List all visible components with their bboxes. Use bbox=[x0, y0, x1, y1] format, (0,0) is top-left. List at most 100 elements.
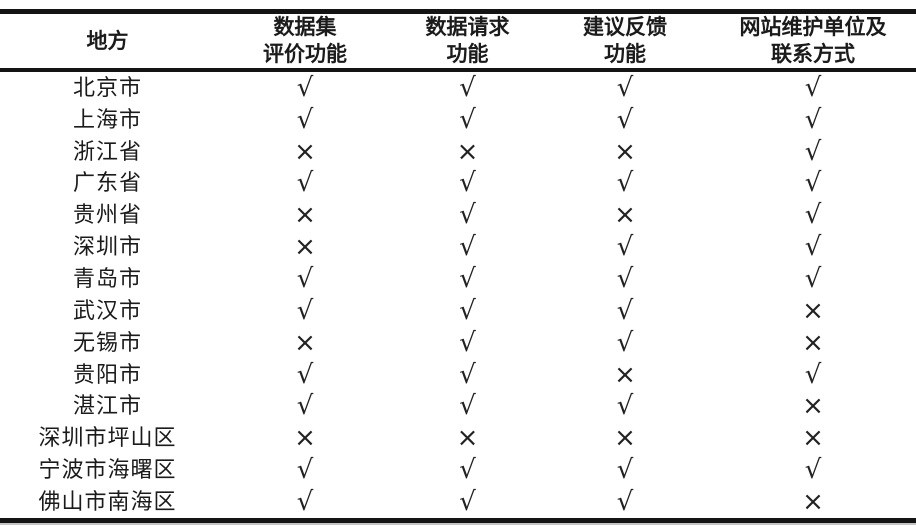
mark-feedback: √ bbox=[616, 104, 634, 135]
mark-feedback: √ bbox=[616, 455, 634, 486]
mark-feedback: √ bbox=[616, 72, 634, 103]
mark-dataset-rating: √ bbox=[296, 359, 314, 390]
header-feedback-line2: 功能 bbox=[604, 42, 646, 66]
mark-feedback: × bbox=[614, 136, 636, 167]
mark-feedback: × bbox=[614, 423, 636, 454]
mark-dataset-rating: × bbox=[294, 232, 316, 263]
mark-dataset-rating: √ bbox=[296, 486, 314, 517]
table-row: 深圳市坪山区 × × × × bbox=[0, 422, 916, 454]
mark-feedback: × bbox=[614, 359, 636, 390]
header-maintainer-contact-line1: 网站维护单位及 bbox=[739, 15, 887, 39]
mark-data-request: × bbox=[456, 136, 479, 167]
mark-data-request: × bbox=[456, 423, 479, 454]
table-row: 青岛市 √ √ √ √ bbox=[0, 263, 916, 295]
mark-dataset-rating: √ bbox=[296, 263, 314, 294]
mark-feedback: √ bbox=[616, 391, 634, 422]
table-row: 贵州省 × √ × √ bbox=[0, 199, 916, 231]
mark-dataset-rating: √ bbox=[296, 168, 314, 199]
row-place: 贵州省 bbox=[72, 202, 142, 228]
header-dataset-rating-line2: 评价功能 bbox=[263, 42, 347, 66]
mark-dataset-rating: × bbox=[294, 327, 316, 358]
header-dataset-rating-line1: 数据集 bbox=[273, 15, 337, 39]
table-row: 贵阳市 √ √ × √ bbox=[0, 359, 916, 391]
header-data-request-line2: 功能 bbox=[446, 42, 489, 66]
mark-maintainer-contact: × bbox=[802, 391, 824, 422]
row-place: 浙江省 bbox=[72, 138, 142, 164]
mark-feedback: √ bbox=[616, 263, 634, 294]
mark-data-request: √ bbox=[459, 263, 476, 294]
table-row: 无锡市 × √ √ × bbox=[0, 327, 916, 359]
header-data-request-line1: 数据请求 bbox=[425, 15, 510, 39]
mark-dataset-rating: × bbox=[294, 136, 316, 167]
row-place: 北京市 bbox=[72, 74, 142, 100]
mark-data-request: √ bbox=[459, 200, 476, 231]
mark-data-request: √ bbox=[459, 168, 476, 199]
mark-feedback: √ bbox=[616, 327, 634, 358]
mark-maintainer-contact: √ bbox=[804, 263, 822, 294]
open-data-platform-features-table: 地方 数据集 评价功能 数据请求 功能 建议反馈 功能 网站维护单位及 联系方式 bbox=[0, 9, 916, 523]
table-row: 宁波市海曙区 √ √ √ √ bbox=[0, 454, 916, 486]
mark-dataset-rating: √ bbox=[296, 295, 314, 326]
row-place: 深圳市坪山区 bbox=[38, 425, 177, 451]
header-maintainer-contact: 网站维护单位及 联系方式 bbox=[710, 11, 916, 72]
row-place: 上海市 bbox=[72, 106, 142, 132]
mark-dataset-rating: √ bbox=[296, 391, 314, 422]
table-row: 浙江省 × × × √ bbox=[0, 136, 916, 168]
mark-feedback: √ bbox=[616, 486, 634, 517]
mark-maintainer-contact: √ bbox=[804, 359, 822, 390]
header-place-line1: 地方 bbox=[86, 28, 129, 53]
row-place: 宁波市海曙区 bbox=[38, 457, 177, 483]
table-row: 佛山市南海区 √ √ √ × bbox=[0, 486, 916, 520]
table-row: 广东省 √ √ √ √ bbox=[0, 168, 916, 200]
mark-data-request: √ bbox=[459, 327, 476, 358]
table-body: 北京市 √ √ √ √ 上海市 √ √ √ √ 浙江省 × × × √ 广东省 … bbox=[0, 70, 916, 520]
mark-maintainer-contact: × bbox=[802, 327, 824, 358]
mark-dataset-rating: × bbox=[294, 423, 316, 454]
row-place: 深圳市 bbox=[72, 234, 142, 260]
mark-maintainer-contact: × bbox=[802, 423, 824, 454]
mark-data-request: √ bbox=[459, 391, 476, 422]
mark-feedback: √ bbox=[616, 232, 634, 263]
mark-maintainer-contact: √ bbox=[804, 72, 822, 103]
header-place: 地方 bbox=[0, 11, 215, 72]
table-header: 地方 数据集 评价功能 数据请求 功能 建议反馈 功能 网站维护单位及 联系方式 bbox=[0, 11, 916, 72]
mark-data-request: √ bbox=[459, 232, 476, 263]
mark-data-request: √ bbox=[459, 295, 476, 326]
table-row: 北京市 √ √ √ √ bbox=[0, 70, 916, 104]
mark-maintainer-contact: × bbox=[802, 295, 824, 326]
header-feedback-line1: 建议反馈 bbox=[583, 15, 667, 39]
mark-dataset-rating: × bbox=[294, 200, 316, 231]
row-place: 贵阳市 bbox=[72, 361, 142, 387]
mark-data-request: √ bbox=[459, 72, 476, 103]
row-place: 青岛市 bbox=[72, 265, 142, 291]
header-row: 地方 数据集 评价功能 数据请求 功能 建议反馈 功能 网站维护单位及 联系方式 bbox=[0, 11, 916, 72]
table-row: 上海市 √ √ √ √ bbox=[0, 104, 916, 136]
mark-maintainer-contact: √ bbox=[804, 455, 822, 486]
table-row: 深圳市 × √ √ √ bbox=[0, 231, 916, 263]
mark-dataset-rating: √ bbox=[296, 104, 314, 135]
mark-maintainer-contact: √ bbox=[804, 200, 822, 231]
row-place: 广东省 bbox=[72, 170, 142, 196]
mark-feedback: √ bbox=[616, 295, 634, 326]
header-data-request: 数据请求 功能 bbox=[395, 11, 540, 72]
mark-feedback: √ bbox=[616, 168, 634, 199]
mark-data-request: √ bbox=[459, 359, 476, 390]
mark-maintainer-contact: √ bbox=[804, 232, 822, 263]
row-place: 无锡市 bbox=[72, 329, 142, 355]
table-row: 湛江市 √ √ √ × bbox=[0, 390, 916, 422]
header-dataset-rating: 数据集 评价功能 bbox=[215, 11, 395, 72]
mark-maintainer-contact: √ bbox=[804, 104, 822, 135]
mark-maintainer-contact: √ bbox=[804, 168, 822, 199]
header-maintainer-contact-line2: 联系方式 bbox=[771, 42, 855, 66]
header-feedback: 建议反馈 功能 bbox=[540, 11, 710, 72]
mark-data-request: √ bbox=[459, 486, 476, 517]
mark-data-request: √ bbox=[459, 104, 476, 135]
row-place: 湛江市 bbox=[72, 393, 142, 419]
row-place: 佛山市南海区 bbox=[38, 488, 177, 514]
mark-dataset-rating: √ bbox=[296, 455, 314, 486]
mark-feedback: × bbox=[614, 200, 636, 231]
mark-data-request: √ bbox=[459, 455, 476, 486]
mark-maintainer-contact: × bbox=[802, 486, 824, 517]
row-place: 武汉市 bbox=[72, 297, 142, 323]
